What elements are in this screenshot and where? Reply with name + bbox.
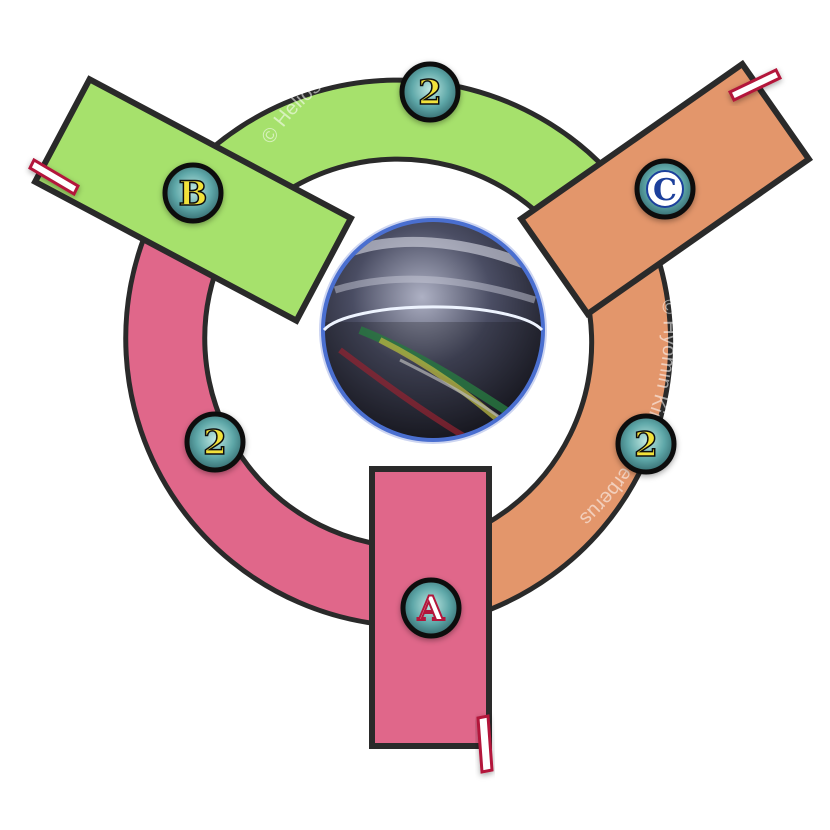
spike-a: 1 — [476, 714, 494, 774]
spike-c: 1 — [727, 68, 783, 102]
ring-token-right[interactable]: 2 — [615, 413, 677, 475]
ring-arc-salmon — [422, 213, 669, 623]
ring-token-top-label: 2 — [418, 73, 442, 113]
dark-sphere-icon — [319, 216, 547, 444]
sector-a-token[interactable]: A — [400, 577, 462, 639]
sector-b-token-label: B — [179, 174, 208, 214]
ring-token-right-label: 2 — [634, 425, 658, 465]
ring-arc-pink — [128, 221, 433, 624]
spike-b: 1 — [28, 157, 80, 197]
sector-c-token-label: C — [653, 173, 677, 208]
ring-token-left[interactable]: 2 — [184, 411, 246, 473]
sector-a-token-label: A — [417, 589, 445, 629]
sector-c-token[interactable]: C — [634, 158, 696, 220]
ring-token-top[interactable]: 2 — [399, 61, 461, 123]
sector-b-token[interactable]: B — [162, 162, 224, 224]
ring-token-left-label: 2 — [203, 423, 227, 463]
